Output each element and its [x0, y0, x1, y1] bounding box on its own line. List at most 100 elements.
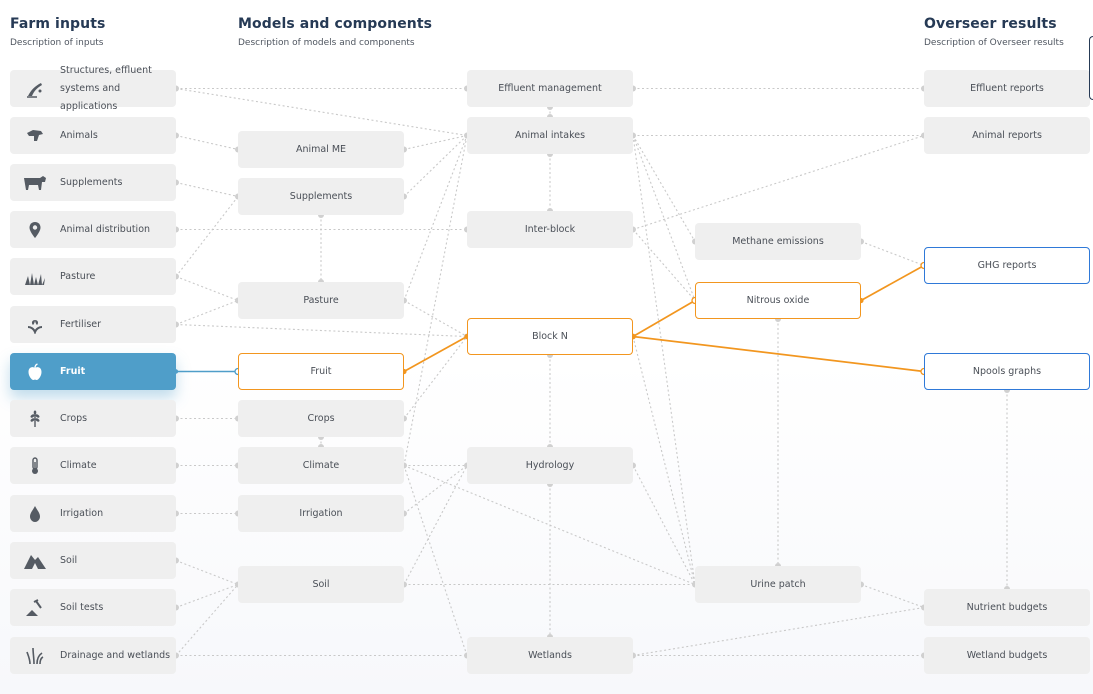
c-crops-node[interactable]: Crops — [238, 400, 404, 437]
m-animal-intakes-node[interactable]: Animal intakes — [467, 117, 633, 154]
side-panel-tab[interactable] — [1089, 36, 1093, 100]
connection-line — [403, 336, 468, 419]
node-label: Soil — [312, 579, 330, 590]
water-drop-icon — [22, 504, 48, 524]
in-animal-distribution-node[interactable]: Animal distribution — [10, 211, 176, 248]
node-label: Fertiliser — [60, 319, 102, 330]
in-fertiliser-node[interactable]: Fertiliser — [10, 306, 176, 343]
c-irrigation-node[interactable]: Irrigation — [238, 495, 404, 532]
soil-icon — [22, 551, 48, 571]
node-label: GHG reports — [977, 260, 1037, 271]
c-animal-me-node[interactable]: Animal ME — [238, 131, 404, 168]
connection-line — [632, 135, 696, 242]
c-soil-node[interactable]: Soil — [238, 566, 404, 603]
connection-line — [632, 135, 696, 301]
c-fruit-node[interactable]: Fruit — [238, 353, 404, 390]
node-label: Hydrology — [525, 460, 575, 471]
connection-line — [175, 323, 468, 338]
highlighted-connection-line — [403, 335, 468, 373]
node-label: Urine patch — [750, 579, 806, 590]
node-label: Pasture — [60, 271, 96, 282]
grass-icon — [22, 267, 48, 287]
connection-line — [175, 196, 239, 277]
c-climate-node[interactable]: Climate — [238, 447, 404, 484]
connection-line — [860, 240, 925, 267]
fertiliser-icon — [22, 315, 48, 335]
in-pasture-node[interactable]: Pasture — [10, 258, 176, 295]
in-supplements-node[interactable]: Supplements — [10, 164, 176, 201]
node-label: Climate — [302, 460, 340, 471]
in-fruit-node[interactable]: Fruit — [10, 353, 176, 390]
connection-line — [632, 135, 696, 585]
m-wetlands-node[interactable]: Wetlands — [467, 637, 633, 674]
connection-line — [632, 134, 925, 231]
s-nitrous-oxide-node[interactable]: Nitrous oxide — [695, 282, 861, 319]
r-effluent-reports-node[interactable]: Effluent reports — [924, 70, 1090, 107]
m-block-n-node[interactable]: Block N — [467, 318, 633, 355]
node-label: Animal intakes — [514, 130, 586, 141]
in-animals-node[interactable]: Animals — [10, 117, 176, 154]
connection-line — [632, 336, 696, 585]
connection-line — [175, 559, 239, 586]
in-crops-node[interactable]: Crops — [10, 400, 176, 437]
node-label: Nitrous oxide — [746, 295, 810, 306]
in-climate-node[interactable]: Climate — [10, 447, 176, 484]
m-inter-block-node[interactable]: Inter-block — [467, 211, 633, 248]
effluent-icon — [22, 79, 48, 99]
wheat-icon — [22, 409, 48, 429]
reeds-icon — [22, 646, 48, 666]
in-drainage-node[interactable]: Drainage and wetlands — [10, 637, 176, 674]
node-label: Wetland budgets — [966, 650, 1048, 661]
s-urine-patch-node[interactable]: Urine patch — [695, 566, 861, 603]
node-label: Animal distribution — [60, 224, 151, 235]
node-label: Fruit — [60, 366, 86, 377]
m-hydrology-node[interactable]: Hydrology — [467, 447, 633, 484]
models-column-title: Models and components — [238, 16, 433, 32]
connection-line — [403, 465, 468, 514]
in-irrigation-node[interactable]: Irrigation — [10, 495, 176, 532]
node-label: Structures, effluent systems and applica… — [60, 64, 152, 112]
connection-line — [403, 465, 468, 585]
m-effluent-management-node[interactable]: Effluent management — [467, 70, 633, 107]
connection-line — [403, 135, 468, 197]
in-soil-node[interactable]: Soil — [10, 542, 176, 579]
results-column-description: Description of Overseer results — [924, 38, 1064, 48]
node-label: Nutrient budgets — [966, 602, 1048, 613]
connection-line — [632, 465, 696, 585]
highlighted-connection-line — [632, 299, 696, 338]
soil-test-icon — [22, 598, 48, 618]
location-pin-icon — [22, 220, 48, 240]
in-soil-tests-node[interactable]: Soil tests — [10, 589, 176, 626]
node-label: Supplements — [289, 191, 353, 202]
r-wetland-budgets-node[interactable]: Wetland budgets — [924, 637, 1090, 674]
r-animal-reports-node[interactable]: Animal reports — [924, 117, 1090, 154]
inputs-column-header: Farm inputs Description of inputs — [10, 16, 105, 48]
node-label: Climate — [60, 460, 97, 471]
r-npools-graphs-node[interactable]: Npools graphs — [924, 353, 1090, 390]
c-pasture-node[interactable]: Pasture — [238, 282, 404, 319]
connection-line — [175, 181, 239, 198]
node-label: Irrigation — [299, 508, 343, 519]
connection-line — [175, 275, 239, 302]
c-supplements-node[interactable]: Supplements — [238, 178, 404, 215]
connection-line — [175, 134, 239, 151]
node-label: Crops — [60, 413, 88, 424]
highlighted-connection-line — [860, 264, 925, 302]
r-ghg-reports-node[interactable]: GHG reports — [924, 247, 1090, 284]
connection-line — [403, 300, 468, 337]
connection-line — [403, 464, 696, 586]
connection-line — [403, 465, 468, 656]
animals-icon — [22, 126, 48, 146]
node-label: Effluent reports — [970, 83, 1044, 94]
node-label: Inter-block — [524, 224, 576, 235]
in-structures-node[interactable]: Structures, effluent systems and applica… — [10, 65, 176, 112]
inputs-column-description: Description of inputs — [10, 38, 104, 48]
node-label: Animal ME — [295, 144, 347, 155]
s-methane-node[interactable]: Methane emissions — [695, 223, 861, 260]
connection-line — [175, 87, 468, 137]
node-label: Irrigation — [60, 508, 104, 519]
node-label: Drainage and wetlands — [60, 650, 171, 661]
inputs-column-title: Farm inputs — [10, 16, 106, 32]
thermometer-icon — [22, 456, 48, 476]
r-nutrient-budgets-node[interactable]: Nutrient budgets — [924, 589, 1090, 626]
